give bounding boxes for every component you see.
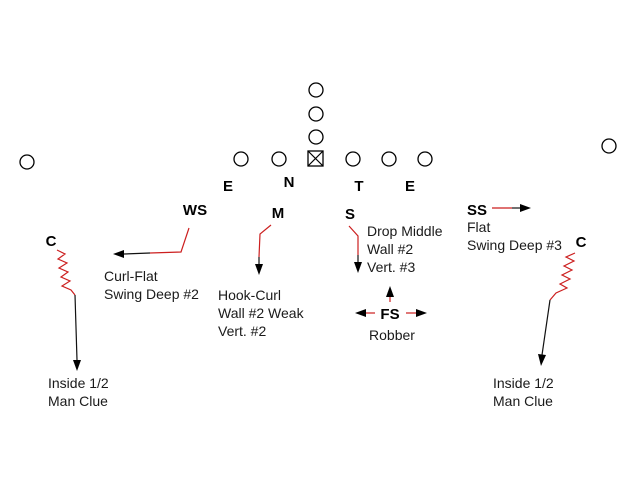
- right-corner-label: C: [576, 234, 587, 251]
- free-safety: FS Robber: [355, 286, 427, 343]
- offense-lineman: [233, 151, 249, 167]
- strong-safety-note-1: Flat: [467, 219, 490, 235]
- offense-back-deep: [308, 82, 324, 98]
- offense-wide-receiver-left: [19, 154, 35, 170]
- offense-center: [307, 150, 324, 167]
- mike-note-3: Vert. #2: [218, 323, 266, 339]
- offense-wide-receiver-right: [601, 138, 617, 154]
- sam-linebacker: S Drop Middle Wall #2 Vert. #3: [345, 206, 443, 275]
- right-corner-note-1: Inside 1/2: [493, 375, 554, 391]
- weak-safety-note-2: Swing Deep #2: [104, 286, 199, 302]
- dl-left-end-label: E: [223, 178, 233, 195]
- mike-linebacker: M Hook-Curl Wall #2 Weak Vert. #2: [218, 205, 305, 339]
- offense-back-near: [308, 129, 324, 145]
- left-corner-label: C: [46, 233, 57, 250]
- free-safety-note: Robber: [369, 327, 415, 343]
- right-corner-note-2: Man Clue: [493, 393, 553, 409]
- free-safety-label: FS: [380, 306, 399, 323]
- arrow-head-icon: [354, 262, 362, 273]
- sam-label: S: [345, 206, 355, 223]
- offense-lineman: [381, 151, 397, 167]
- weak-safety-note-1: Curl-Flat: [104, 268, 158, 284]
- offense-lineman: [417, 151, 433, 167]
- strong-safety: SS Flat Swing Deep #3: [467, 202, 562, 253]
- weak-safety: WS Curl-Flat Swing Deep #2: [104, 202, 207, 302]
- offense-back-mid: [308, 106, 324, 122]
- arrow-head-icon: [416, 309, 427, 317]
- arrow-head-icon: [113, 250, 124, 258]
- arrow-head-icon: [538, 354, 546, 366]
- arrow-head-icon: [355, 309, 366, 317]
- weak-safety-label: WS: [183, 202, 207, 219]
- arrow-head-icon: [386, 286, 394, 297]
- strong-safety-label: SS: [467, 202, 487, 219]
- sam-note-1: Drop Middle: [367, 223, 443, 239]
- sam-note-3: Vert. #3: [367, 259, 415, 275]
- strong-safety-note-2: Swing Deep #3: [467, 237, 562, 253]
- right-corner: C Inside 1/2 Man Clue: [493, 234, 587, 409]
- mike-note-1: Hook-Curl: [218, 287, 281, 303]
- defensive-line: E N T E: [223, 174, 415, 195]
- dl-nose-label: N: [284, 174, 295, 191]
- offense-lineman: [271, 151, 287, 167]
- left-corner-note-2: Man Clue: [48, 393, 108, 409]
- sam-note-2: Wall #2: [367, 241, 413, 257]
- arrow-head-icon: [520, 204, 531, 212]
- left-corner: C Inside 1/2 Man Clue: [46, 233, 109, 409]
- arrow-head-icon: [255, 264, 263, 275]
- mike-label: M: [272, 205, 285, 222]
- dl-tackle-label: T: [354, 178, 363, 195]
- dl-right-end-label: E: [405, 178, 415, 195]
- mike-note-2: Wall #2 Weak: [218, 305, 305, 321]
- left-corner-note-1: Inside 1/2: [48, 375, 109, 391]
- arrow-head-icon: [73, 360, 81, 371]
- offense-formation: [19, 82, 617, 170]
- offense-lineman: [345, 151, 361, 167]
